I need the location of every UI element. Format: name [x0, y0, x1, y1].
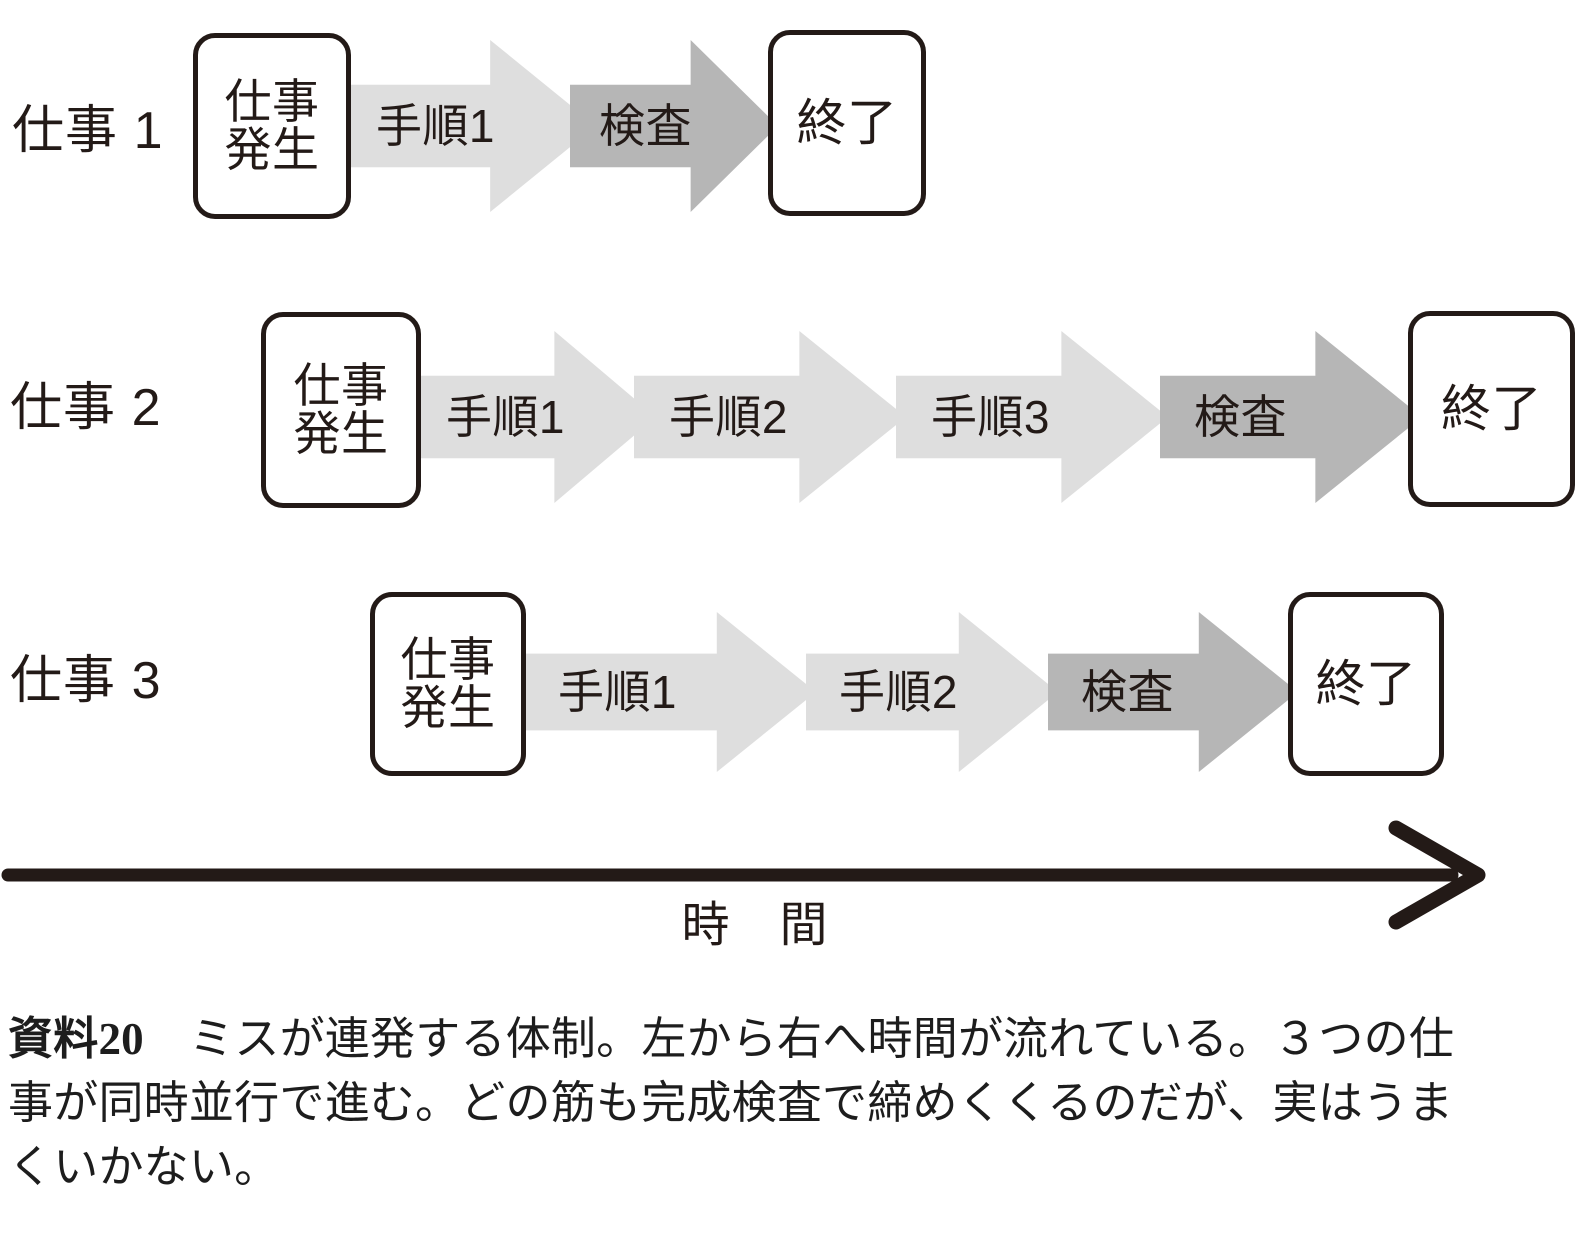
node-label: 終了 — [1441, 380, 1542, 437]
process-arrow-row-2-step-2: 手順2 — [634, 331, 906, 503]
process-arrow-row-3-step-2: 手順2 — [806, 612, 1058, 772]
process-arrow-label: 手順2 — [669, 391, 788, 443]
row-label-3: 仕事 3 — [10, 652, 162, 710]
row-label-2: 仕事 2 — [10, 379, 162, 437]
process-arrow-label: 手順3 — [931, 391, 1050, 443]
process-arrow-row-2-step-1: 手順1 — [414, 331, 656, 503]
end-node-row-3: 終了 — [1288, 592, 1444, 776]
caption-number: 資料20 — [8, 1014, 144, 1064]
end-node-row-1: 終了 — [768, 30, 926, 216]
process-arrow-row-3-step-3: 検査 — [1048, 612, 1298, 772]
process-arrow-label: 手順1 — [376, 100, 495, 152]
caption-line-3: くいかない。 — [8, 1141, 280, 1192]
arrow-shape-icon — [344, 40, 596, 212]
process-arrow-row-1-step-2: 検査 — [570, 40, 778, 212]
process-arrow-label: 手順1 — [558, 666, 677, 718]
caption-line-1: ミスが連発する体制。左から右へ時間が流れている。３つの仕 — [143, 1014, 1455, 1064]
process-arrow-label: 手順2 — [839, 666, 958, 718]
start-node-row-3: 仕事 発生 — [370, 592, 526, 776]
node-label: 仕事 発生 — [224, 75, 320, 176]
node-label: 終了 — [796, 94, 898, 151]
time-axis — [0, 820, 1590, 940]
arrow-shape-icon — [1048, 612, 1298, 772]
node-label: 終了 — [1315, 655, 1417, 712]
time-axis-label: 時 間 — [681, 899, 829, 952]
end-node-row-2: 終了 — [1408, 311, 1575, 507]
node-label: 仕事 発生 — [400, 633, 496, 734]
row-label-1: 仕事 1 — [12, 102, 164, 160]
arrow-shape-icon — [634, 331, 906, 503]
process-arrow-row-1-step-1: 手順1 — [344, 40, 596, 212]
arrow-shape-icon — [1160, 331, 1422, 503]
caption-line-2: 事が同時並行で進む。どの筋も完成検査で締めくくるのだが、実はうま — [8, 1077, 1454, 1128]
arrow-shape-icon — [570, 40, 778, 212]
node-label: 仕事 発生 — [293, 359, 389, 460]
figure-caption: 資料20 ミスが連発する体制。左から右へ時間が流れている。３つの仕 事が同時並行… — [8, 1008, 1582, 1200]
process-arrow-label: 手順1 — [446, 391, 565, 443]
process-arrow-label: 検査 — [599, 100, 692, 152]
process-arrow-label: 検査 — [1081, 666, 1174, 718]
start-node-row-2: 仕事 発生 — [261, 312, 421, 508]
process-arrow-row-2-step-3: 手順3 — [896, 331, 1168, 503]
start-node-row-1: 仕事 発生 — [193, 33, 351, 219]
arrow-shape-icon — [414, 331, 656, 503]
process-arrow-row-3-step-1: 手順1 — [518, 612, 816, 772]
time-axis-arrow-icon — [1, 820, 1486, 930]
process-arrow-label: 検査 — [1194, 391, 1287, 443]
arrow-shape-icon — [518, 612, 816, 772]
arrow-shape-icon — [896, 331, 1168, 503]
arrow-shape-icon — [806, 612, 1058, 772]
process-arrow-row-2-step-4: 検査 — [1160, 331, 1422, 503]
